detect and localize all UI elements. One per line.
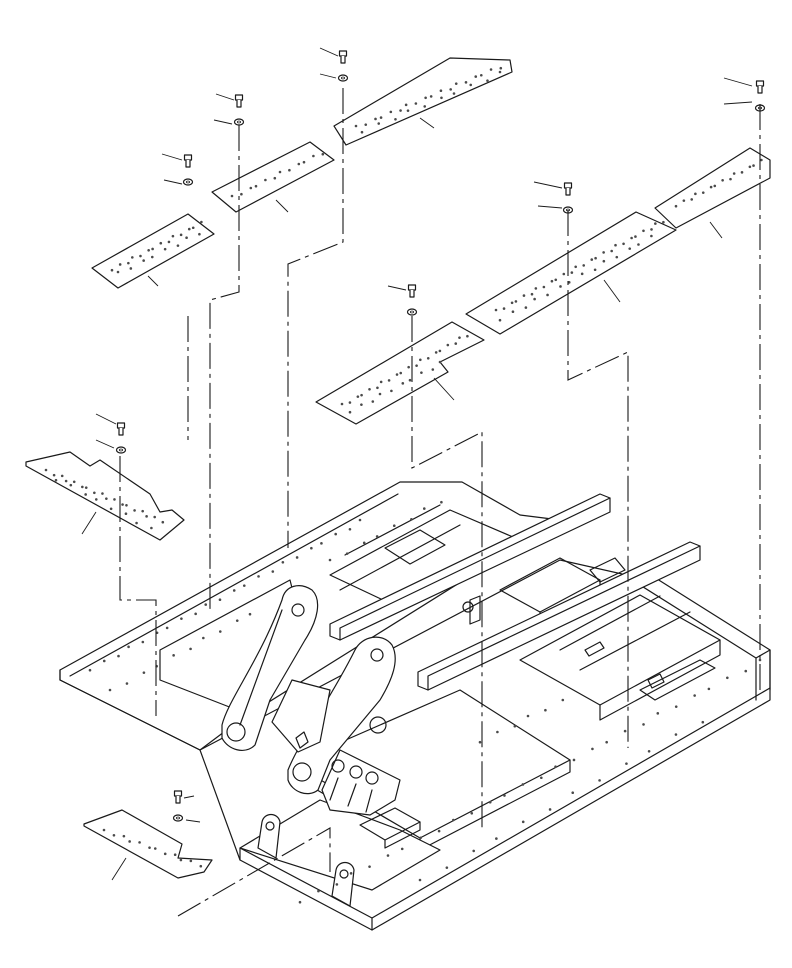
cover-plate-g	[25, 451, 185, 541]
bolt	[234, 94, 244, 108]
bolt	[755, 80, 765, 94]
hole-patterns	[44, 66, 763, 904]
bolt	[563, 182, 573, 196]
beam-upper	[329, 493, 611, 641]
diagonal-beams	[329, 493, 701, 691]
cover-plate-a	[333, 57, 513, 146]
boom-brackets	[221, 585, 401, 907]
cover-plate-b	[211, 141, 335, 213]
cover-plate-d	[654, 147, 771, 229]
cover-plate-c	[91, 213, 215, 289]
washer	[406, 308, 418, 316]
cover-plate-h	[83, 809, 213, 879]
bracket-cutout	[271, 679, 331, 753]
bolt	[183, 154, 193, 168]
washer	[233, 118, 245, 126]
bolt	[338, 50, 348, 64]
center-lines	[119, 88, 761, 917]
washer	[182, 178, 194, 186]
washer	[337, 74, 349, 82]
bolts-and-washers	[115, 50, 766, 822]
washer	[115, 446, 127, 454]
bolt	[173, 790, 183, 804]
bolt	[407, 284, 417, 298]
pin-boss-row	[321, 749, 401, 816]
leader-lines	[81, 47, 753, 881]
bolt	[116, 422, 126, 436]
washer	[172, 814, 184, 822]
beam-lower	[417, 541, 701, 691]
